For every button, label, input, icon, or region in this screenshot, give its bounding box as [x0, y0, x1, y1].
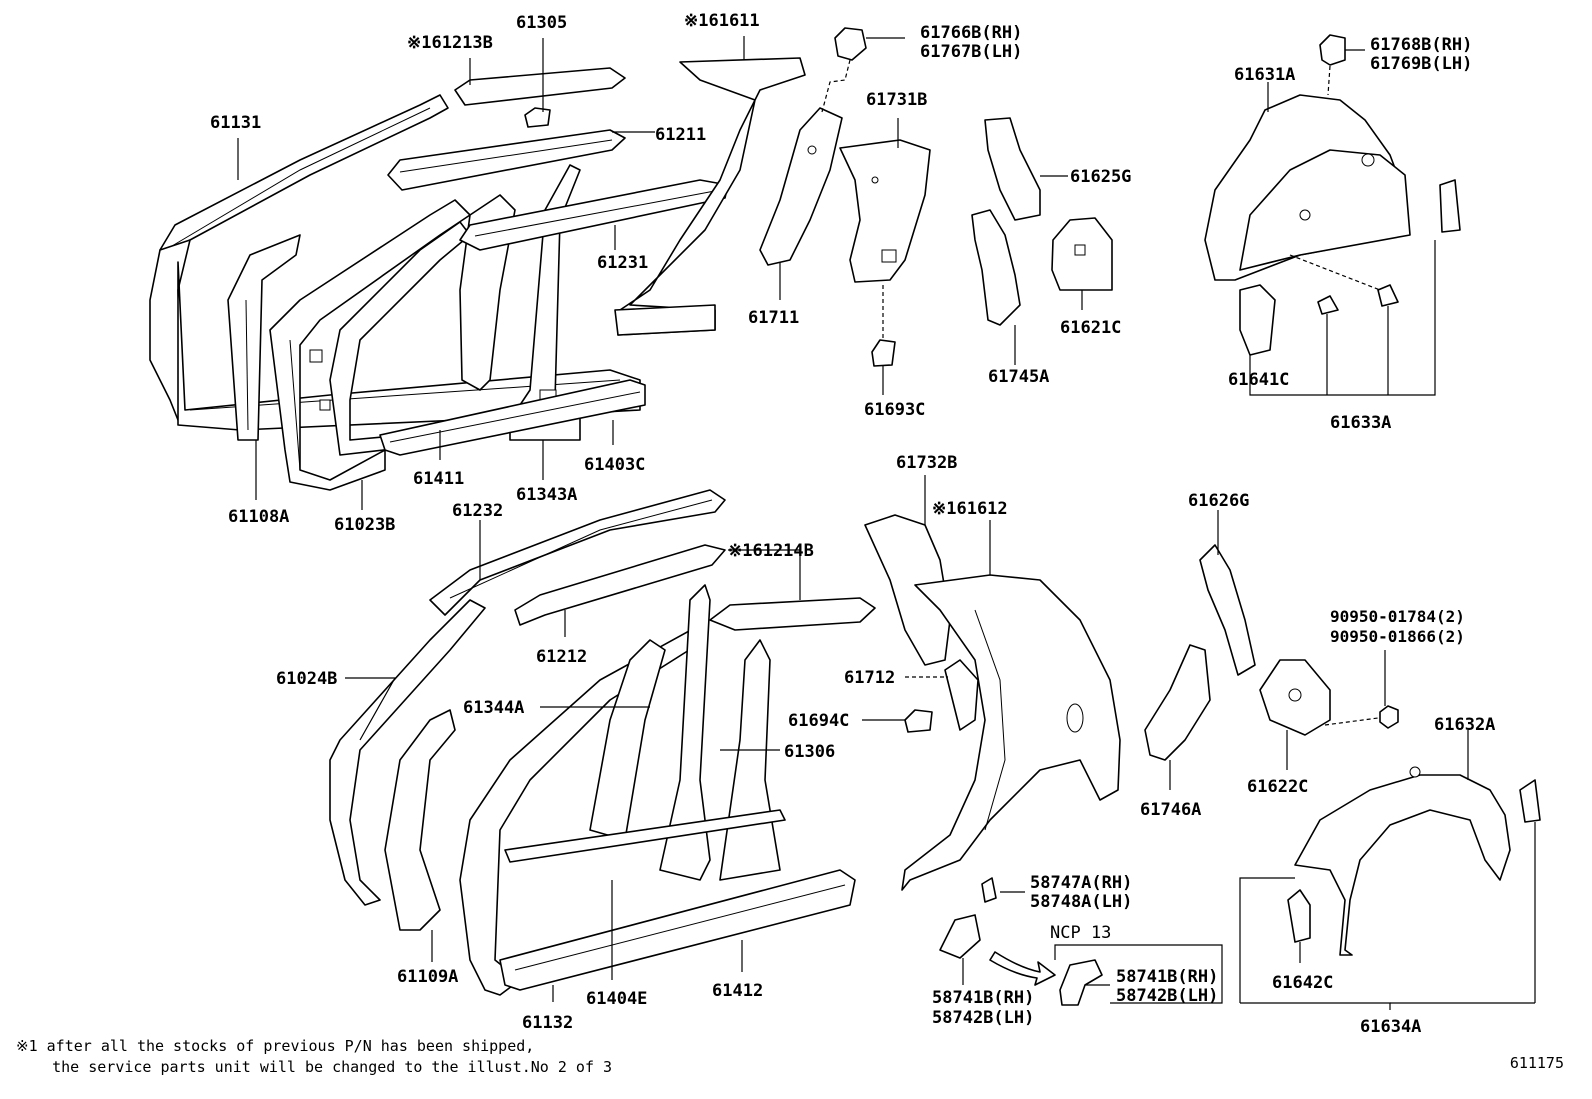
- label-61404E: 61404E: [586, 989, 647, 1009]
- label-58741B: 58741B(RH): [932, 988, 1034, 1008]
- label-61768B: 61768B(RH): [1370, 35, 1472, 55]
- label-61305: 61305: [516, 13, 567, 33]
- label-61711: 61711: [748, 308, 799, 328]
- label-61731B: 61731B: [866, 90, 927, 110]
- upper-left-side-assembly: [149, 27, 1461, 491]
- label-61344A: 61344A: [463, 698, 524, 718]
- label-61132: 61132: [522, 1013, 573, 1033]
- label-61642C: 61642C: [1272, 973, 1333, 993]
- label-61622C: 61622C: [1247, 777, 1308, 797]
- label-61343A: 61343A: [516, 485, 577, 505]
- label-61626G: 61626G: [1188, 491, 1249, 511]
- label-61641C: 61641C: [1228, 370, 1289, 390]
- label-61767B: 61767B(LH): [920, 42, 1022, 62]
- label-61632A: 61632A: [1434, 715, 1495, 735]
- label-58741B-ncp: 58741B(RH): [1116, 967, 1218, 987]
- label-61108A: 61108A: [228, 507, 289, 527]
- label-58742B: 58742B(LH): [932, 1008, 1034, 1028]
- label-61212: 61212: [536, 647, 587, 667]
- label-61694C: 61694C: [788, 711, 849, 731]
- label-161214B: ※161214B: [728, 541, 814, 561]
- illustration-code: 611175: [1509, 1054, 1564, 1072]
- label-58748A: 58748A(LH): [1030, 892, 1132, 912]
- part-labels: 61131 ※161213B 61305 ※161611 61766B(RH) …: [210, 11, 1495, 1037]
- label-61625G: 61625G: [1070, 167, 1131, 187]
- label-61306: 61306: [784, 742, 835, 762]
- leader-lines: [237, 36, 1536, 1010]
- label-61211: 61211: [655, 125, 706, 145]
- label-61412: 61412: [712, 981, 763, 1001]
- footnote-line-1: ※1 after all the stocks of previous P/N …: [16, 1037, 535, 1055]
- label-61411: 61411: [413, 469, 464, 489]
- label-61231: 61231: [597, 253, 648, 273]
- label-90950-01866: 90950-01866(2): [1330, 627, 1465, 646]
- quarter-panel-assembly: [864, 514, 1541, 1006]
- label-ncp13: NCP 13: [1050, 923, 1111, 943]
- label-61712: 61712: [844, 668, 895, 688]
- lower-left-side-assembly: [329, 489, 876, 996]
- label-61232: 61232: [452, 501, 503, 521]
- label-61732B: 61732B: [896, 453, 957, 473]
- label-58747A: 58747A(RH): [1030, 873, 1132, 893]
- label-61109A: 61109A: [397, 967, 458, 987]
- label-61131: 61131: [210, 113, 261, 133]
- label-161213B: ※161213B: [407, 33, 493, 53]
- label-61621C: 61621C: [1060, 318, 1121, 338]
- label-61746A: 61746A: [1140, 800, 1201, 820]
- label-161612: ※161612: [932, 499, 1008, 519]
- label-61745A: 61745A: [988, 367, 1049, 387]
- label-161611: ※161611: [684, 11, 760, 31]
- label-58742B-ncp: 58742B(LH): [1116, 986, 1218, 1006]
- label-61023B: 61023B: [334, 515, 395, 535]
- label-61769B: 61769B(LH): [1370, 54, 1472, 74]
- label-61693C: 61693C: [864, 400, 925, 420]
- label-90950-01784: 90950-01784(2): [1330, 607, 1465, 626]
- label-61633A: 61633A: [1330, 413, 1391, 433]
- label-61631A: 61631A: [1234, 65, 1295, 85]
- label-61766B: 61766B(RH): [920, 23, 1022, 43]
- label-61403C: 61403C: [584, 455, 645, 475]
- label-61634A: 61634A: [1360, 1017, 1421, 1037]
- footnote-line-2: the service parts unit will be changed t…: [16, 1058, 613, 1076]
- footnote: ※1 after all the stocks of previous P/N …: [16, 1036, 612, 1078]
- label-61024B: 61024B: [276, 669, 337, 689]
